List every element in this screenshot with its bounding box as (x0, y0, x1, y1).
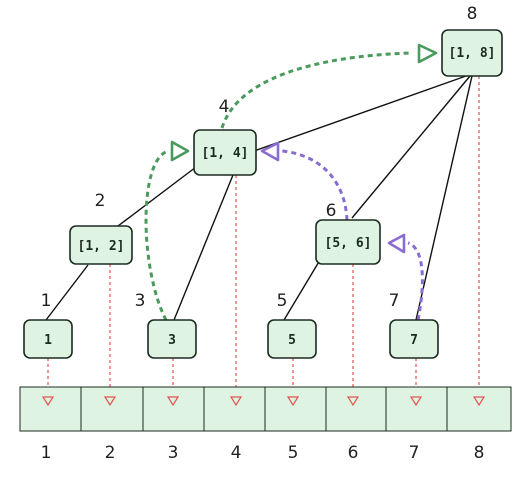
node-2-index: 2 (95, 191, 106, 211)
node-7: 7 7 (389, 291, 439, 359)
drop-arrow-7-icon (409, 396, 423, 407)
array (19, 386, 512, 432)
purple-path-6-to-4 (281, 149, 349, 221)
node-6-index: 6 (326, 201, 337, 221)
drop-arrow-5-icon (286, 396, 300, 407)
edge-4-2 (117, 166, 197, 227)
node-7-index: 7 (389, 291, 400, 311)
node-4: [1, 4] 4 (193, 97, 257, 176)
edge-2-1 (45, 264, 89, 321)
array-cell-5 (264, 386, 327, 432)
node-3-box (147, 319, 197, 359)
array-indices: 1 2 3 4 5 6 7 8 (41, 443, 485, 463)
array-cell-2 (80, 386, 144, 432)
purple-arrowhead-6-icon (387, 233, 406, 254)
node-2-box (69, 225, 133, 265)
green-path-3-to-4 (144, 149, 169, 321)
edge-4-3 (173, 174, 234, 321)
drop-arrow-2-icon (103, 396, 117, 407)
node-8-box (441, 29, 503, 77)
array-cell-1 (19, 386, 82, 432)
node-1-box (23, 319, 73, 359)
edge-8-6 (351, 75, 471, 219)
node-5-index: 5 (277, 291, 288, 311)
drop-arrow-3-icon (166, 396, 180, 407)
node-1-label: 1 (44, 333, 52, 348)
edge-6-5 (283, 259, 321, 321)
node-6-label: [5, 6] (325, 236, 372, 251)
purple-arrowhead-4-icon (260, 141, 280, 162)
array-index-6: 6 (348, 443, 359, 463)
node-3-label: 3 (168, 333, 176, 348)
array-cell-8 (446, 386, 512, 432)
drop-arrow-4-icon (229, 396, 243, 407)
node-6: [5, 6] 6 (315, 201, 381, 265)
array-index-2: 2 (105, 443, 116, 463)
drop-arrow-6-icon (346, 396, 360, 407)
array-cell-4 (203, 386, 266, 432)
node-8: [1, 8] 8 (441, 4, 503, 77)
node-5: 5 5 (267, 291, 317, 359)
drop-arrow-1-icon (41, 396, 55, 407)
array-index-1: 1 (41, 443, 52, 463)
array-cell-6 (325, 386, 387, 432)
array-index-8: 8 (474, 443, 485, 463)
node-4-index: 4 (219, 97, 230, 117)
green-path (144, 43, 438, 321)
green-path-4-to-8 (220, 51, 413, 129)
node-8-label: [1, 8] (449, 46, 496, 61)
node-2: [1, 2] 2 (69, 191, 133, 265)
array-index-3: 3 (168, 443, 179, 463)
node-5-box (267, 319, 317, 359)
node-4-box (193, 129, 257, 176)
node-8-index: 8 (467, 4, 478, 24)
drop-arrowheads (41, 396, 486, 407)
node-7-box (389, 319, 439, 359)
green-arrowhead-4-icon (170, 140, 190, 162)
node-5-label: 5 (288, 333, 296, 348)
edge-8-7 (415, 75, 473, 321)
array-index-7: 7 (409, 443, 420, 463)
array-cell-7 (385, 386, 448, 432)
node-1: 1 1 (23, 291, 73, 359)
array-index-5: 5 (288, 443, 299, 463)
array-index-4: 4 (231, 443, 242, 463)
green-arrowhead-8-icon (417, 43, 438, 64)
array-cell-3 (142, 386, 205, 432)
node-3-index: 3 (135, 291, 146, 311)
node-4-label: [1, 4] (202, 146, 249, 161)
tree-nodes: 1 1 [1, 2] 2 3 3 [1, 4] 4 5 5 [5, 6] 6 (23, 4, 503, 359)
node-3: 3 3 (135, 291, 197, 359)
node-6-box (315, 219, 381, 265)
node-2-label: [1, 2] (78, 239, 125, 254)
node-1-index: 1 (41, 291, 52, 311)
node-7-label: 7 (410, 333, 418, 348)
drop-arrow-8-icon (472, 396, 486, 407)
purple-path (260, 141, 424, 321)
purple-path-7-to-6 (407, 241, 424, 321)
